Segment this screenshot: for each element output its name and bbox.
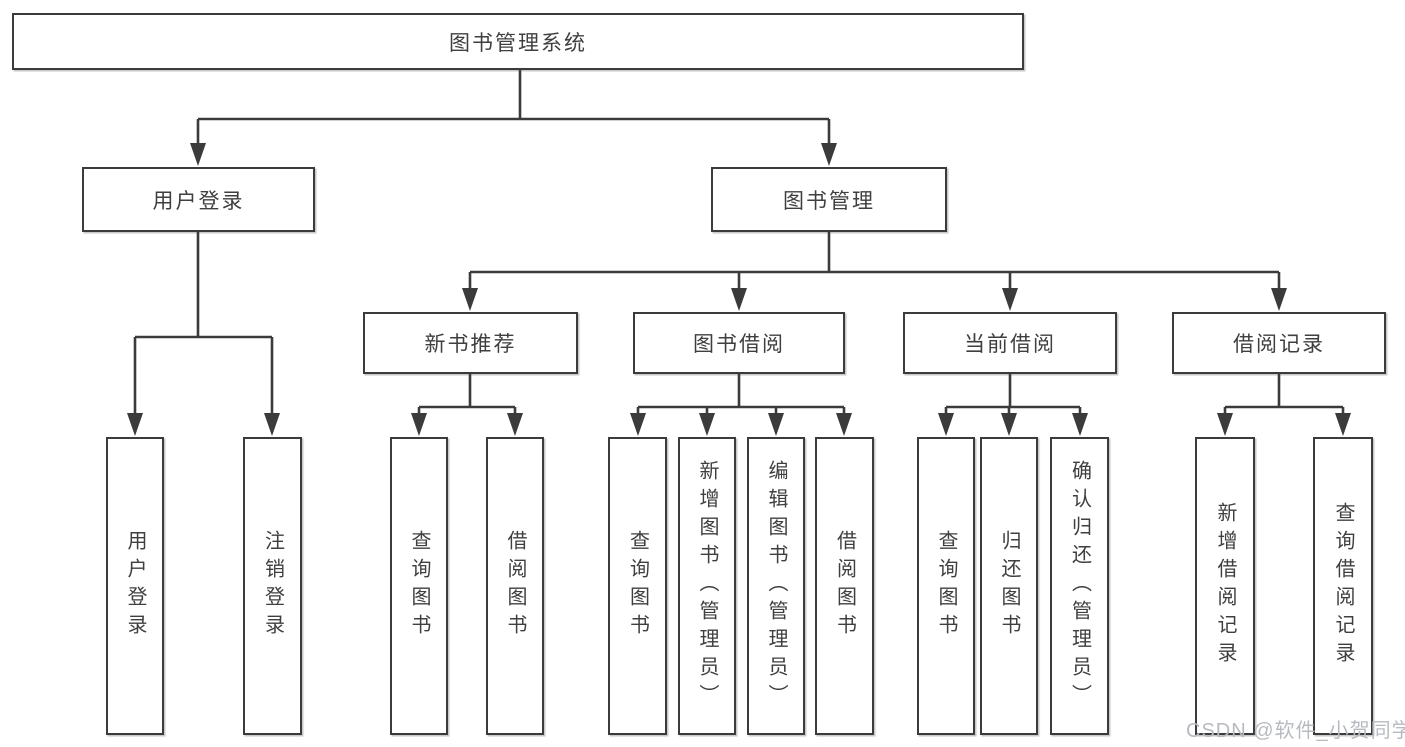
leaf-label: 归还图书 [998,530,1020,642]
watermark: CSDN @软件_小贺同学 [1186,720,1405,742]
leaf-return-books: 归还图书 [980,437,1038,735]
leaf-label: 查询借阅记录 [1332,502,1354,670]
leaf-add-borrow-record: 新增借阅记录 [1195,437,1255,735]
leaf-label: 查询图书 [626,530,649,642]
node-label: 当前借阅 [964,333,1056,356]
leaf-label: 借阅图书 [833,530,856,642]
node-new-book-recommendation: 新书推荐 [363,312,578,374]
node-label: 新书推荐 [424,333,517,356]
leaf-query-books-recommend: 查询图书 [390,437,448,735]
leaf-query-books-current: 查询图书 [917,437,975,735]
node-current-borrowing: 当前借阅 [903,312,1117,374]
node-label: 图书管理 [783,189,875,213]
leaf-borrow-books-borrowing: 借阅图书 [815,437,874,735]
node-user-login: 用户登录 [82,167,315,232]
leaf-query-borrow-record: 查询借阅记录 [1313,437,1373,735]
leaf-confirm-return-admin: 确认归还（管理员） [1050,437,1109,735]
node-label: 借阅记录 [1233,333,1325,356]
node-label: 图书借阅 [693,333,785,356]
leaf-label: 新增借阅记录 [1214,502,1236,670]
node-borrowing-records: 借阅记录 [1172,312,1386,374]
leaf-label: 用户登录 [124,530,146,642]
leaf-label: 查询图书 [935,530,957,642]
leaf-logout: 注销登录 [243,437,302,735]
leaf-label: 编辑图书（管理员） [765,460,787,712]
node-label: 用户登录 [152,189,245,213]
leaf-label: 新增图书（管理员） [696,460,718,712]
node-book-management: 图书管理 [711,167,947,232]
leaf-add-books-admin: 新增图书（管理员） [678,437,736,735]
node-book-borrowing: 图书借阅 [633,312,845,374]
leaf-label: 确认归还（管理员） [1068,460,1091,712]
leaf-user-login: 用户登录 [106,437,164,735]
leaf-query-books-borrowing: 查询图书 [608,437,667,735]
node-library-management-system: 图书管理系统 [12,13,1024,70]
leaf-borrow-books-recommend: 借阅图书 [486,437,544,735]
node-label: 图书管理系统 [449,31,587,55]
leaf-edit-books-admin: 编辑图书（管理员） [747,437,805,735]
leaf-label: 借阅图书 [504,530,526,642]
leaf-label: 查询图书 [408,530,430,642]
leaf-label: 注销登录 [261,530,284,642]
